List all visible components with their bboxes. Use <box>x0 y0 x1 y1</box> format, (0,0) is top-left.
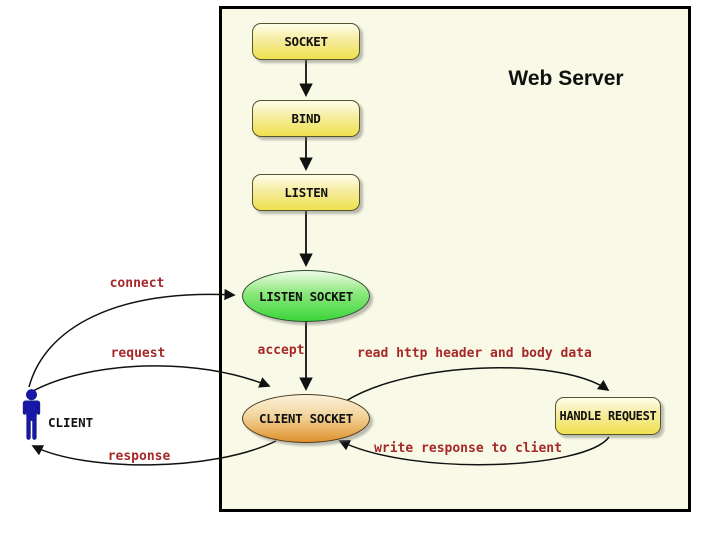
node-listen-socket-label: LISTEN SOCKET <box>259 288 353 304</box>
client-actor-label: CLIENT <box>48 415 94 430</box>
edge-label-accept: accept <box>257 343 305 358</box>
node-bind: BIND <box>252 100 360 137</box>
node-handle-request: HANDLE REQUEST <box>555 397 661 435</box>
node-listen-socket: LISTEN SOCKET <box>242 270 370 322</box>
client-actor <box>19 389 44 442</box>
node-listen: LISTEN <box>252 174 360 211</box>
node-handle-request-label: HANDLE REQUEST <box>559 409 657 423</box>
node-client-socket: CLIENT SOCKET <box>242 394 370 443</box>
arrow-connect <box>28 288 236 388</box>
node-listen-label: LISTEN <box>284 185 328 200</box>
node-socket: SOCKET <box>252 23 360 60</box>
edge-label-read-http: read http header and body data <box>357 346 592 361</box>
edge-label-connect: connect <box>109 276 165 291</box>
node-socket-label: SOCKET <box>284 34 328 49</box>
node-client-socket-label: CLIENT SOCKET <box>259 411 353 426</box>
node-bind-label: BIND <box>291 111 321 126</box>
edge-label-response: response <box>107 449 171 464</box>
person-icon <box>22 389 41 440</box>
edge-label-request: request <box>110 346 166 361</box>
page-title: Web Server <box>508 67 624 90</box>
edge-label-write-response: write response to client <box>374 441 562 456</box>
